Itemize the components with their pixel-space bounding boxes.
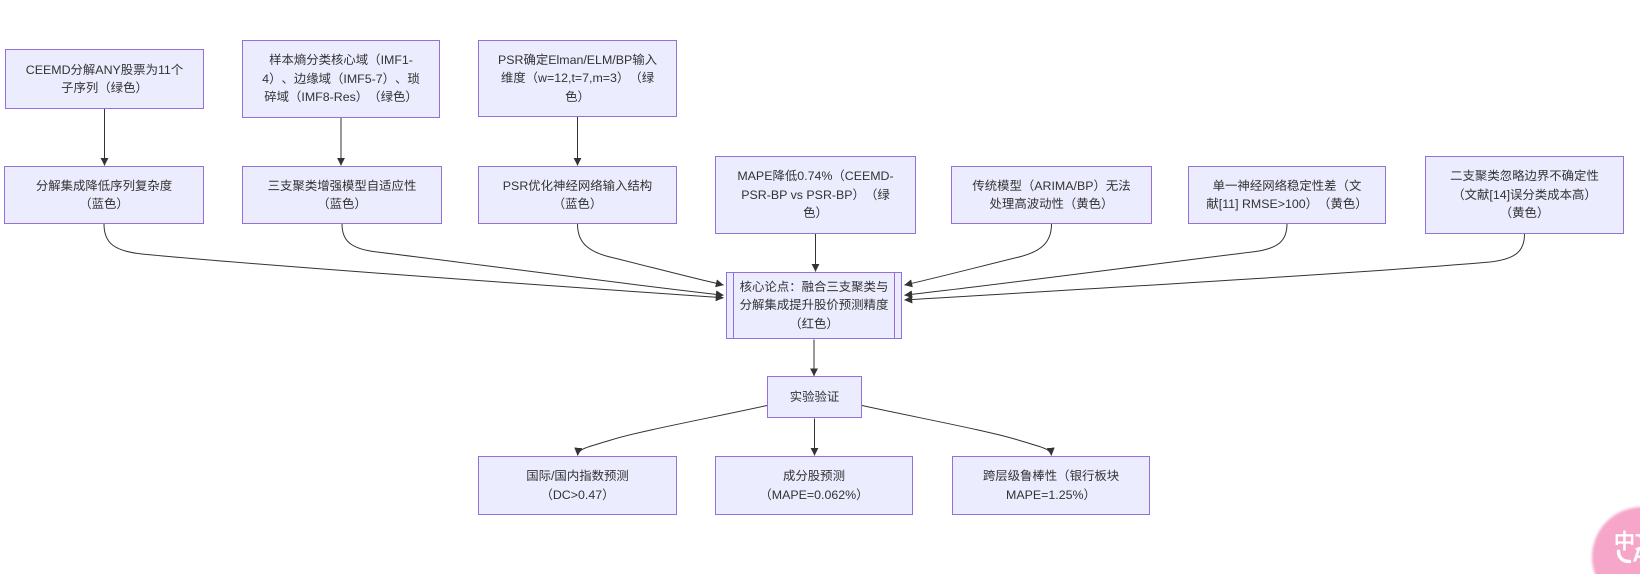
- svg-text:A: A: [1633, 544, 1640, 567]
